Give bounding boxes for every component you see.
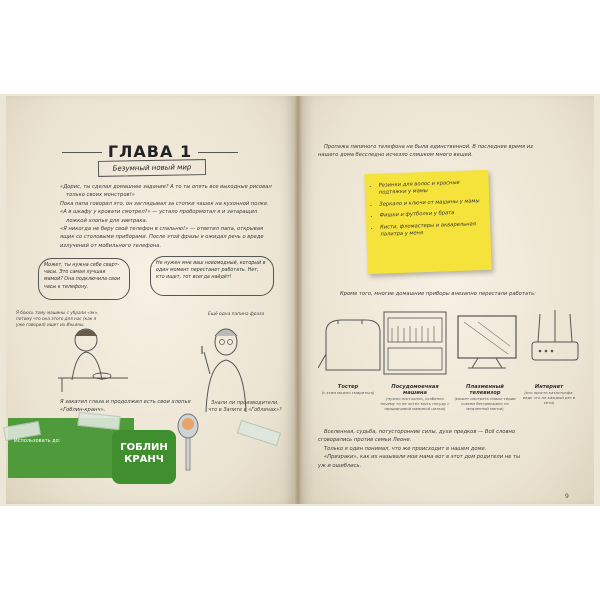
paragraph-line: только своих монстров!» bbox=[66, 192, 135, 199]
paragraph-line: Пропажа папиного телефона не была единст… bbox=[324, 144, 533, 150]
appliance-caption-toaster: Тостер (с этим можно смириться) bbox=[321, 384, 375, 395]
best-before-label: Использовать до: bbox=[14, 438, 61, 444]
chapter-rule-left bbox=[62, 152, 102, 153]
paragraph-line: нашего дома бесследно исчезло слишком мн… bbox=[318, 152, 473, 159]
book-gutter bbox=[294, 96, 302, 504]
sticky-note-missing-items: Резинки для волос и красные подтяжки у м… bbox=[364, 169, 492, 275]
chapter-rule-right bbox=[198, 152, 238, 153]
chapter-title: ГЛАВА 1 bbox=[107, 142, 193, 161]
paragraph-line: Вселенная, судьба, потусторонние силы, д… bbox=[324, 429, 516, 435]
paragraph-line: «Я никогда не беру свой телефон в спальн… bbox=[60, 226, 264, 233]
appliance-caption-tv: Плазменный телевизор (может смотреть нов… bbox=[454, 384, 516, 411]
router-icon bbox=[531, 310, 579, 361]
goblin-crunch-logo: ГОБЛИН КРАНЧ bbox=[112, 430, 176, 484]
toaster-icon bbox=[318, 319, 381, 371]
sticky-list-item: Кисти, фломастеры и акварельная палитра … bbox=[380, 221, 482, 239]
sticky-list-item: Зеркало и ключи от машины у мамы bbox=[379, 198, 481, 209]
dad-illustration bbox=[201, 328, 247, 413]
left-bottom-text: Я закатил глаза и продолжил есть свои хл… bbox=[60, 399, 191, 414]
paragraph-line: Только я один понимал, что же происходит… bbox=[324, 445, 487, 452]
appliance-caption-internet: Интернет (это просто катастрофа, ведь чт… bbox=[522, 384, 576, 405]
paragraph-line: уж и ошиблись. bbox=[318, 462, 362, 469]
left-paragraph-block: «Дорис, ты сделал домашнее задание? А то… bbox=[60, 183, 284, 250]
tv-icon bbox=[457, 315, 517, 369]
paragraph-line: «Призраки», как их называли мои мама вот… bbox=[324, 454, 521, 461]
chapter-subtitle: Безумный новый мир bbox=[97, 159, 207, 177]
paragraph-line: Пока папа говорил это, он заглядывал за … bbox=[60, 200, 269, 207]
paragraph-line: ложкой хлопья для завтрака. bbox=[66, 217, 148, 224]
goblin-spoon-icon bbox=[177, 413, 199, 471]
paragraph-line: излучений от мобильного телефона. bbox=[60, 242, 162, 249]
kid-side-note: Я боюсь тому машины с убрали «эк», потом… bbox=[16, 310, 99, 327]
kid-breakfast-illustration bbox=[58, 328, 128, 392]
page-number: 9 bbox=[565, 493, 569, 500]
speech-bubble-kid: Может, ты нужна себе сварт-часы. Это сам… bbox=[38, 258, 130, 300]
paragraph-line: «Дорис, ты сделал домашнее задание? А то… bbox=[60, 184, 272, 190]
cereal-side-note: Знали ли производители, что в Запите в «… bbox=[208, 400, 282, 413]
paragraph-line: сговорились против семьи Леоне. bbox=[318, 437, 412, 444]
right-closing-block: Вселенная, судьба, потусторонние силы, д… bbox=[318, 428, 580, 470]
right-intro-block: Пропажа папиного телефона не была единст… bbox=[318, 143, 588, 160]
appliance-illustrations bbox=[318, 310, 579, 375]
sticky-list-item: Фишки и футболки у брата bbox=[380, 209, 482, 220]
sticky-list-item: Резинки для волос и красные подтяжки у м… bbox=[379, 179, 481, 197]
dishwasher-icon bbox=[383, 311, 447, 375]
appliance-caption-dishwasher: Посудомоечная машина (нужно постоянно, о… bbox=[380, 384, 450, 411]
paragraph-line: «А в шкафу у кровати смотрел?» — устало … bbox=[60, 209, 258, 216]
paragraph-line: ящик со столовыми приборами. После этой … bbox=[60, 234, 264, 241]
appliances-line: Кроме того, многие домашние приборы внез… bbox=[340, 291, 536, 297]
speech-bubble-dad: Не нужен мне ваш новомодный, который в о… bbox=[150, 256, 274, 296]
dad-side-note: Ещё одна папина фраза bbox=[208, 312, 265, 317]
tape-piece bbox=[77, 411, 121, 431]
right-page bbox=[300, 96, 594, 504]
